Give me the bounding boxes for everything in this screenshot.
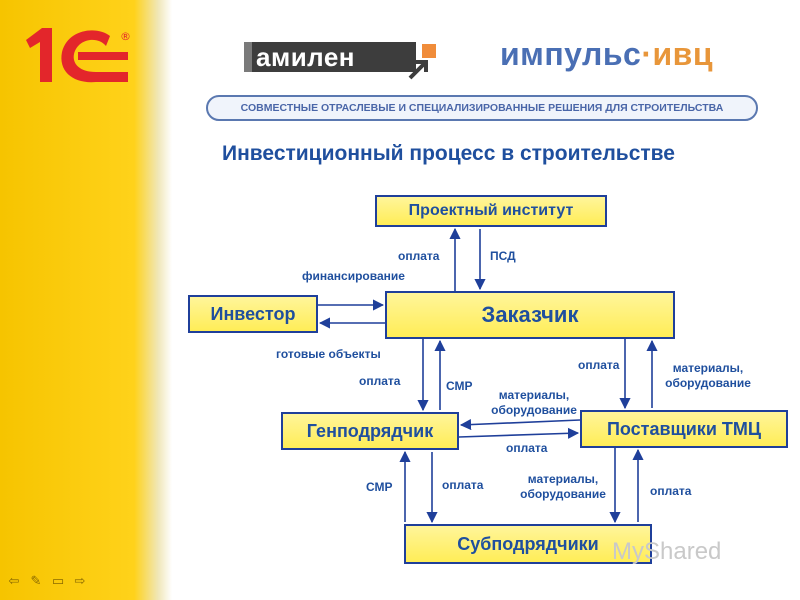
label-ready-objects: готовые объекты	[276, 347, 381, 361]
label-payment-gen-supplier: оплата	[506, 441, 548, 455]
amilen-logo-text: амилен	[244, 42, 416, 72]
impuls-logo-text: импульс	[500, 36, 642, 72]
node-project-institute: Проектный институт	[375, 195, 607, 227]
page-title: Инвестиционный процесс в строительстве	[222, 142, 675, 165]
node-subcontractors: Субподрядчики	[404, 524, 652, 564]
tagline-banner: СОВМЕСТНЫЕ ОТРАСЛЕВЫЕ И СПЕЦИАЛИЗИРОВАНН…	[206, 95, 758, 121]
amilen-arrow-icon	[408, 60, 428, 80]
ivc-logo-text: ивц	[652, 36, 714, 72]
impuls-logo-dot: ·	[641, 36, 653, 72]
label-materials-gen-line1: материалы,	[498, 388, 570, 402]
arrow-payment-gen-to-supplier	[458, 427, 580, 439]
node-general-contractor: Генподрядчик	[281, 412, 459, 450]
label-materials-sub: материалы, оборудование	[513, 472, 613, 502]
label-materials-customer-line1: материалы,	[672, 361, 744, 375]
nav-pen-icon[interactable]: ✎	[30, 572, 42, 588]
node-customer: Заказчик	[385, 291, 675, 339]
label-psd: ПСД	[490, 249, 516, 263]
arrow-materials-to-gen	[459, 418, 581, 431]
label-payment-supplier: оплата	[578, 358, 620, 372]
node-suppliers: Поставщики ТМЦ	[580, 410, 788, 448]
label-payment-project: оплата	[398, 249, 440, 263]
label-materials-gen-line2: оборудование	[491, 403, 577, 417]
watermark: MyShared	[612, 538, 722, 565]
amilen-logo: амилен	[244, 38, 444, 82]
label-payment-gen: оплата	[359, 374, 401, 388]
logo-1c-mark: ®	[120, 30, 131, 43]
impuls-ivc-logo: импульс·ивц	[500, 36, 760, 76]
nav-forward-icon[interactable]: ⇨	[74, 572, 86, 588]
logo-1c-icon: ®	[26, 28, 131, 83]
node-investor: Инвестор	[188, 295, 318, 333]
left-stripe: ® ⇦ ✎ ▭ ⇨	[0, 0, 172, 600]
nav-back-icon[interactable]: ⇦	[8, 572, 20, 588]
nav-menu-icon[interactable]: ▭	[51, 572, 65, 588]
slide-navigation: ⇦ ✎ ▭ ⇨	[6, 572, 88, 588]
label-materials-sub-line1: материалы,	[527, 472, 599, 486]
label-materials-customer: материалы, оборудование	[656, 361, 760, 391]
label-smr-sub: СМР	[366, 480, 393, 494]
label-payment-sub-supplier: оплата	[650, 484, 692, 498]
label-materials-gen: материалы, оборудование	[484, 388, 584, 418]
label-materials-sub-line2: оборудование	[520, 487, 606, 501]
label-smr-gen: СМР	[446, 379, 473, 393]
label-materials-customer-line2: оборудование	[665, 376, 751, 390]
label-payment-sub: оплата	[442, 478, 484, 492]
label-financing: финансирование	[302, 269, 405, 283]
amilen-square-icon	[422, 44, 436, 58]
